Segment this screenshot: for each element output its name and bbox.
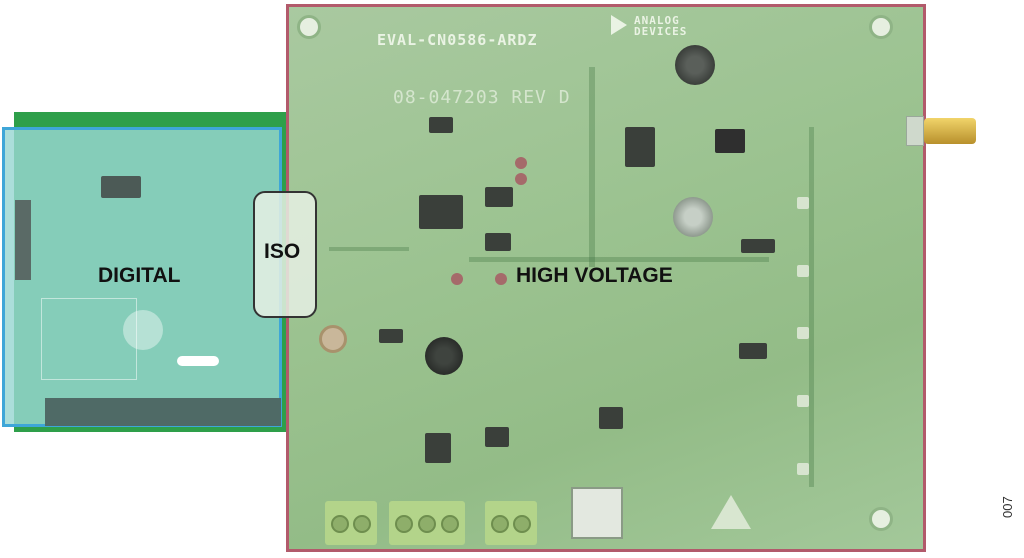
digital-region xyxy=(2,127,282,427)
screw xyxy=(513,515,531,533)
test-point xyxy=(797,197,809,209)
iso-region xyxy=(253,191,317,318)
screw xyxy=(353,515,371,533)
screw-terminal xyxy=(325,501,377,545)
mounting-hole xyxy=(869,15,893,39)
led-indicator xyxy=(515,157,527,169)
ic-chip xyxy=(419,195,463,229)
iso-label: ISO xyxy=(264,240,301,263)
digital-label: DIGITAL xyxy=(98,264,181,287)
high-voltage-label: HIGH VOLTAGE xyxy=(516,264,673,287)
pcb-trace xyxy=(329,247,409,251)
led-indicator xyxy=(451,273,463,285)
ic-chip xyxy=(485,233,511,251)
arduino-header xyxy=(45,398,281,426)
brand-logo: ANALOG DEVICES xyxy=(634,14,688,38)
screw-terminal xyxy=(389,501,465,545)
brand-logo-icon xyxy=(611,15,627,35)
mounting-hole xyxy=(319,325,347,353)
ic-chip xyxy=(425,433,451,463)
led-indicator xyxy=(495,273,507,285)
pin-header xyxy=(15,200,31,280)
electrolytic-capacitor xyxy=(425,337,463,375)
ic-chip xyxy=(739,343,767,359)
ic-chip xyxy=(101,176,141,198)
led-indicator xyxy=(515,173,527,185)
high-voltage-board: EVAL-CN0586-ARDZ 08-047203 REV D ANALOG … xyxy=(286,4,926,552)
screw xyxy=(395,515,413,533)
status-bar xyxy=(177,356,219,366)
info-table xyxy=(41,298,137,380)
sma-connector-base xyxy=(906,116,924,146)
screw xyxy=(331,515,349,533)
test-point xyxy=(797,395,809,407)
sma-connector xyxy=(924,118,976,144)
ic-chip xyxy=(625,127,655,167)
electrolytic-capacitor xyxy=(673,197,713,237)
jumper xyxy=(379,329,403,343)
screw xyxy=(441,515,459,533)
board-name-silkscreen: EVAL-CN0586-ARDZ xyxy=(377,31,538,49)
ic-chip xyxy=(485,427,509,447)
switch xyxy=(571,487,623,539)
ic-chip xyxy=(599,407,623,429)
test-point xyxy=(797,463,809,475)
screw-terminal xyxy=(485,501,537,545)
figure-number: 007 xyxy=(1000,496,1015,518)
pcb-trace xyxy=(469,257,769,262)
test-point xyxy=(797,327,809,339)
test-point xyxy=(797,265,809,277)
jumper xyxy=(741,239,775,253)
warning-icon xyxy=(711,495,751,529)
electrolytic-capacitor xyxy=(675,45,715,85)
mounting-hole xyxy=(297,15,321,39)
part-number-silkscreen: 08-047203 REV D xyxy=(393,87,571,108)
mounting-hole xyxy=(869,507,893,531)
screw xyxy=(491,515,509,533)
jumper xyxy=(429,117,453,133)
pcb-trace xyxy=(809,127,814,487)
pcb-trace xyxy=(589,67,595,267)
screw xyxy=(418,515,436,533)
ic-chip xyxy=(485,187,513,207)
certification-logo xyxy=(123,310,163,350)
ic-chip xyxy=(715,129,745,153)
